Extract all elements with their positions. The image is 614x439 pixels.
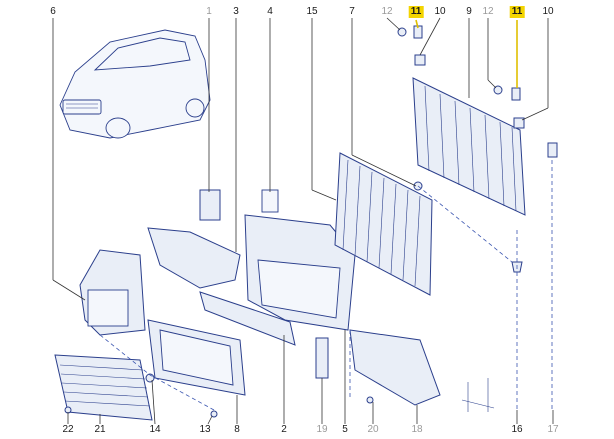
callout-22[interactable]: 22 xyxy=(62,424,74,435)
bracket-part-1[interactable] xyxy=(199,189,221,221)
callout-3[interactable]: 3 xyxy=(233,6,239,17)
callout-16[interactable]: 16 xyxy=(511,424,523,435)
air-duct-part-3[interactable] xyxy=(147,227,241,289)
callout-5[interactable]: 5 xyxy=(342,424,348,435)
callout-14[interactable]: 14 xyxy=(149,424,161,435)
callout-12-left[interactable]: 12 xyxy=(381,6,393,17)
callout-13[interactable]: 13 xyxy=(199,424,211,435)
callout-20[interactable]: 20 xyxy=(367,424,379,435)
callout-8[interactable]: 8 xyxy=(234,424,240,435)
callout-4[interactable]: 4 xyxy=(267,6,273,17)
front-end-panel-part-5[interactable] xyxy=(244,189,356,331)
callout-2[interactable]: 2 xyxy=(281,424,287,435)
deflector-part-2[interactable] xyxy=(199,291,296,346)
leader-lines xyxy=(52,17,554,425)
callout-10-left[interactable]: 10 xyxy=(434,6,446,17)
bracket-part-19[interactable] xyxy=(315,337,329,379)
callout-18[interactable]: 18 xyxy=(411,424,423,435)
assembly-guide-lines xyxy=(99,160,553,411)
callout-11-right[interactable]: 11 xyxy=(509,6,525,18)
callout-1[interactable]: 1 xyxy=(206,6,212,17)
front-grille-part-21[interactable] xyxy=(54,354,153,421)
callout-15[interactable]: 15 xyxy=(306,6,318,17)
radiator-part-9[interactable] xyxy=(412,77,526,216)
callout-10-right[interactable]: 10 xyxy=(542,6,554,17)
callout-12-right[interactable]: 12 xyxy=(482,6,494,17)
condenser-part-15[interactable] xyxy=(334,152,433,296)
lower-duct-part-8[interactable] xyxy=(147,319,246,396)
callout-11-left[interactable]: 11 xyxy=(408,6,424,18)
vehicle-thumbnail xyxy=(59,29,211,139)
screw-icons xyxy=(461,378,495,412)
callout-9[interactable]: 9 xyxy=(466,6,472,17)
callout-7[interactable]: 7 xyxy=(349,6,355,17)
callout-17[interactable]: 17 xyxy=(547,424,559,435)
air-guide-part-6[interactable] xyxy=(79,249,146,336)
air-duct-part-18[interactable] xyxy=(349,329,441,406)
callout-6[interactable]: 6 xyxy=(50,6,56,17)
callout-21[interactable]: 21 xyxy=(94,424,106,435)
callout-19[interactable]: 19 xyxy=(316,424,328,435)
